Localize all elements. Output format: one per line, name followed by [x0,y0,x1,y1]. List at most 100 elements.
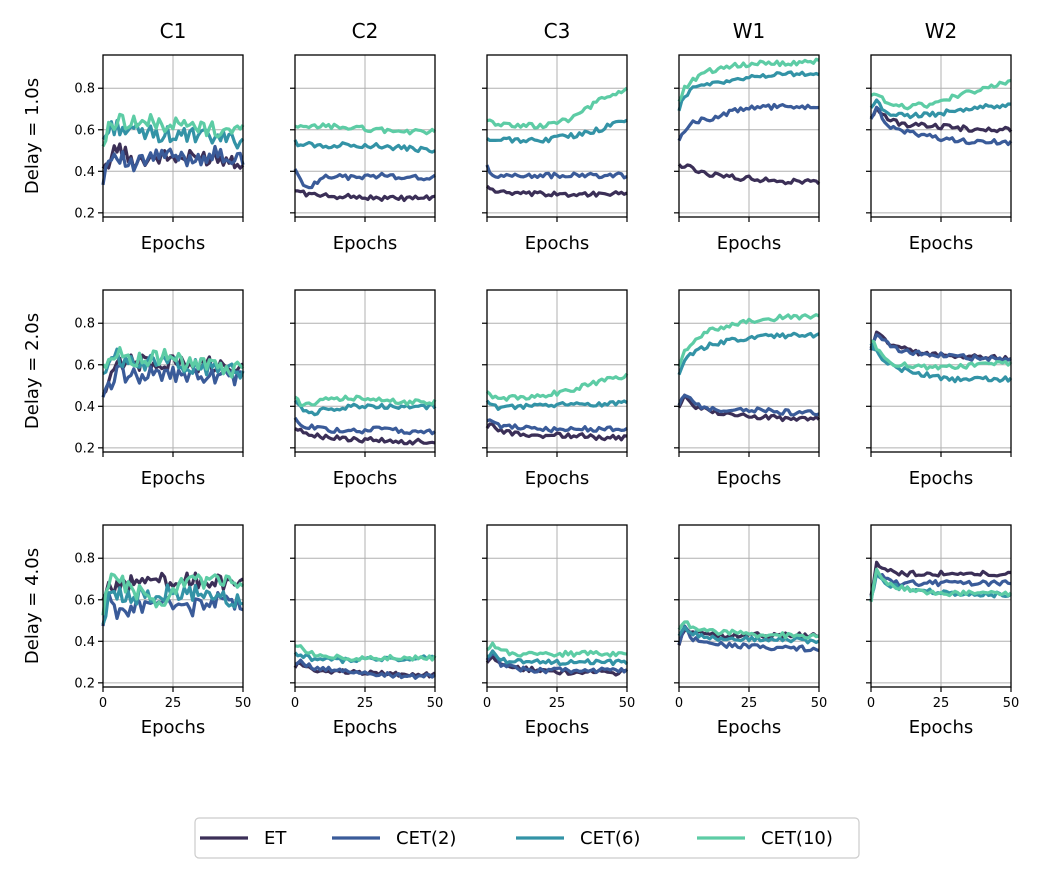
x-axis-label: Epochs [909,468,974,489]
series-line-cet6 [485,399,628,411]
x-axis-label: Epochs [141,233,206,254]
series-line-cet2 [294,658,437,680]
series-line-cet6 [101,583,243,625]
x-tick-label: 50 [235,696,252,711]
series-line-cet10 [486,86,629,130]
column-title-c1: C1 [160,19,187,43]
y-tick-label: 0.8 [74,552,95,567]
series-line-cet6 [486,649,629,667]
panel-delay-1-0s-c2: Epochs [290,54,437,254]
y-tick-label: 0.6 [74,358,95,373]
x-tick-label: 25 [741,696,758,711]
legend-label: CET(2) [396,828,456,849]
legend-label: CET(6) [580,828,640,849]
series-line-cet6 [869,98,1012,120]
panel-delay-2-0s-c2: Epochs [290,289,437,489]
series-line-cet10 [294,644,437,662]
panel-delay-1-0s-w1: Epochs [674,54,821,254]
y-tick-label: 0.6 [74,593,95,608]
panel-delay-1-0s-c3: Epochs [482,54,629,254]
series-line-cet2 [293,416,436,436]
legend-label: CET(10) [761,828,833,849]
series-line-cet6 [293,399,437,417]
series-line-et [295,189,436,203]
column-title-w2: W2 [925,19,958,43]
x-axis-label: Epochs [909,233,974,254]
series-line-cet2 [677,624,820,653]
column-title-c2: C2 [352,19,379,43]
series-line-cet2 [485,652,629,675]
x-tick-label: 0 [867,696,875,711]
series-line-cet2 [869,333,1012,363]
x-tick-label: 25 [549,696,566,711]
x-tick-label: 50 [427,696,444,711]
y-tick-label: 0.8 [74,317,95,332]
x-axis-label: Epochs [333,233,398,254]
series-line-et [485,654,628,677]
y-tick-label: 0.8 [74,82,95,97]
x-tick-label: 0 [291,696,299,711]
x-axis-label: Epochs [525,468,590,489]
series-line-cet10 [486,641,628,658]
series-line-cet2 [869,105,1013,147]
series-line-cet10 [870,78,1012,111]
row-label: Delay = 1.0s [22,78,43,194]
row-label: Delay = 4.0s [22,548,43,664]
series-line-et [677,163,821,186]
x-tick-label: 25 [933,696,950,711]
x-tick-label: 25 [165,696,182,711]
series-line-cet10 [101,572,245,616]
panel-delay-2-0s-c3: Epochs [482,289,629,489]
x-tick-label: 0 [99,696,107,711]
series-line-cet2 [101,363,244,398]
series-line-et [485,184,628,198]
x-axis-label: Epochs [333,468,398,489]
y-tick-label: 0.2 [74,441,95,456]
x-tick-label: 50 [1003,696,1020,711]
x-tick-label: 25 [357,696,374,711]
x-axis-label: Epochs [141,468,206,489]
series-line-cet6 [677,331,820,376]
series-line-et [294,427,436,446]
y-tick-label: 0.4 [74,635,95,650]
y-tick-label: 0.2 [74,676,95,691]
series-line-cet6 [101,118,245,150]
x-tick-label: 50 [811,696,828,711]
y-tick-label: 0.4 [74,400,95,415]
series-line-cet6 [293,139,436,154]
series-line-cet10 [677,57,820,103]
column-title-c3: C3 [544,19,571,43]
series-line-cet10 [101,112,245,148]
x-axis-label: Epochs [717,468,782,489]
series-line-et [869,560,1012,597]
y-tick-label: 0.4 [74,165,95,180]
series-line-cet2 [869,571,1012,602]
series-line-et [869,106,1013,134]
x-axis-label: Epochs [717,233,782,254]
series-line-cet6 [677,70,820,112]
series-line-cet2 [485,164,628,180]
column-title-w1: W1 [733,19,766,43]
series-line-cet10 [294,394,437,408]
x-axis-label: Epochs [333,717,398,738]
x-axis-label: Epochs [717,717,782,738]
panel-delay-2-0s-w1: Epochs [674,289,821,489]
series-line-cet2 [486,418,628,434]
series-line-cet10 [677,620,820,640]
x-tick-label: 0 [483,696,491,711]
series-line-cet10 [870,339,1013,371]
x-axis-label: Epochs [525,233,590,254]
y-tick-label: 0.2 [74,206,95,221]
x-tick-label: 50 [619,696,636,711]
x-axis-label: Epochs [909,717,974,738]
series-line-cet10 [869,567,1013,603]
series-line-cet2 [101,144,245,186]
panel-delay-2-0s-w2: Epochs [866,289,1013,489]
